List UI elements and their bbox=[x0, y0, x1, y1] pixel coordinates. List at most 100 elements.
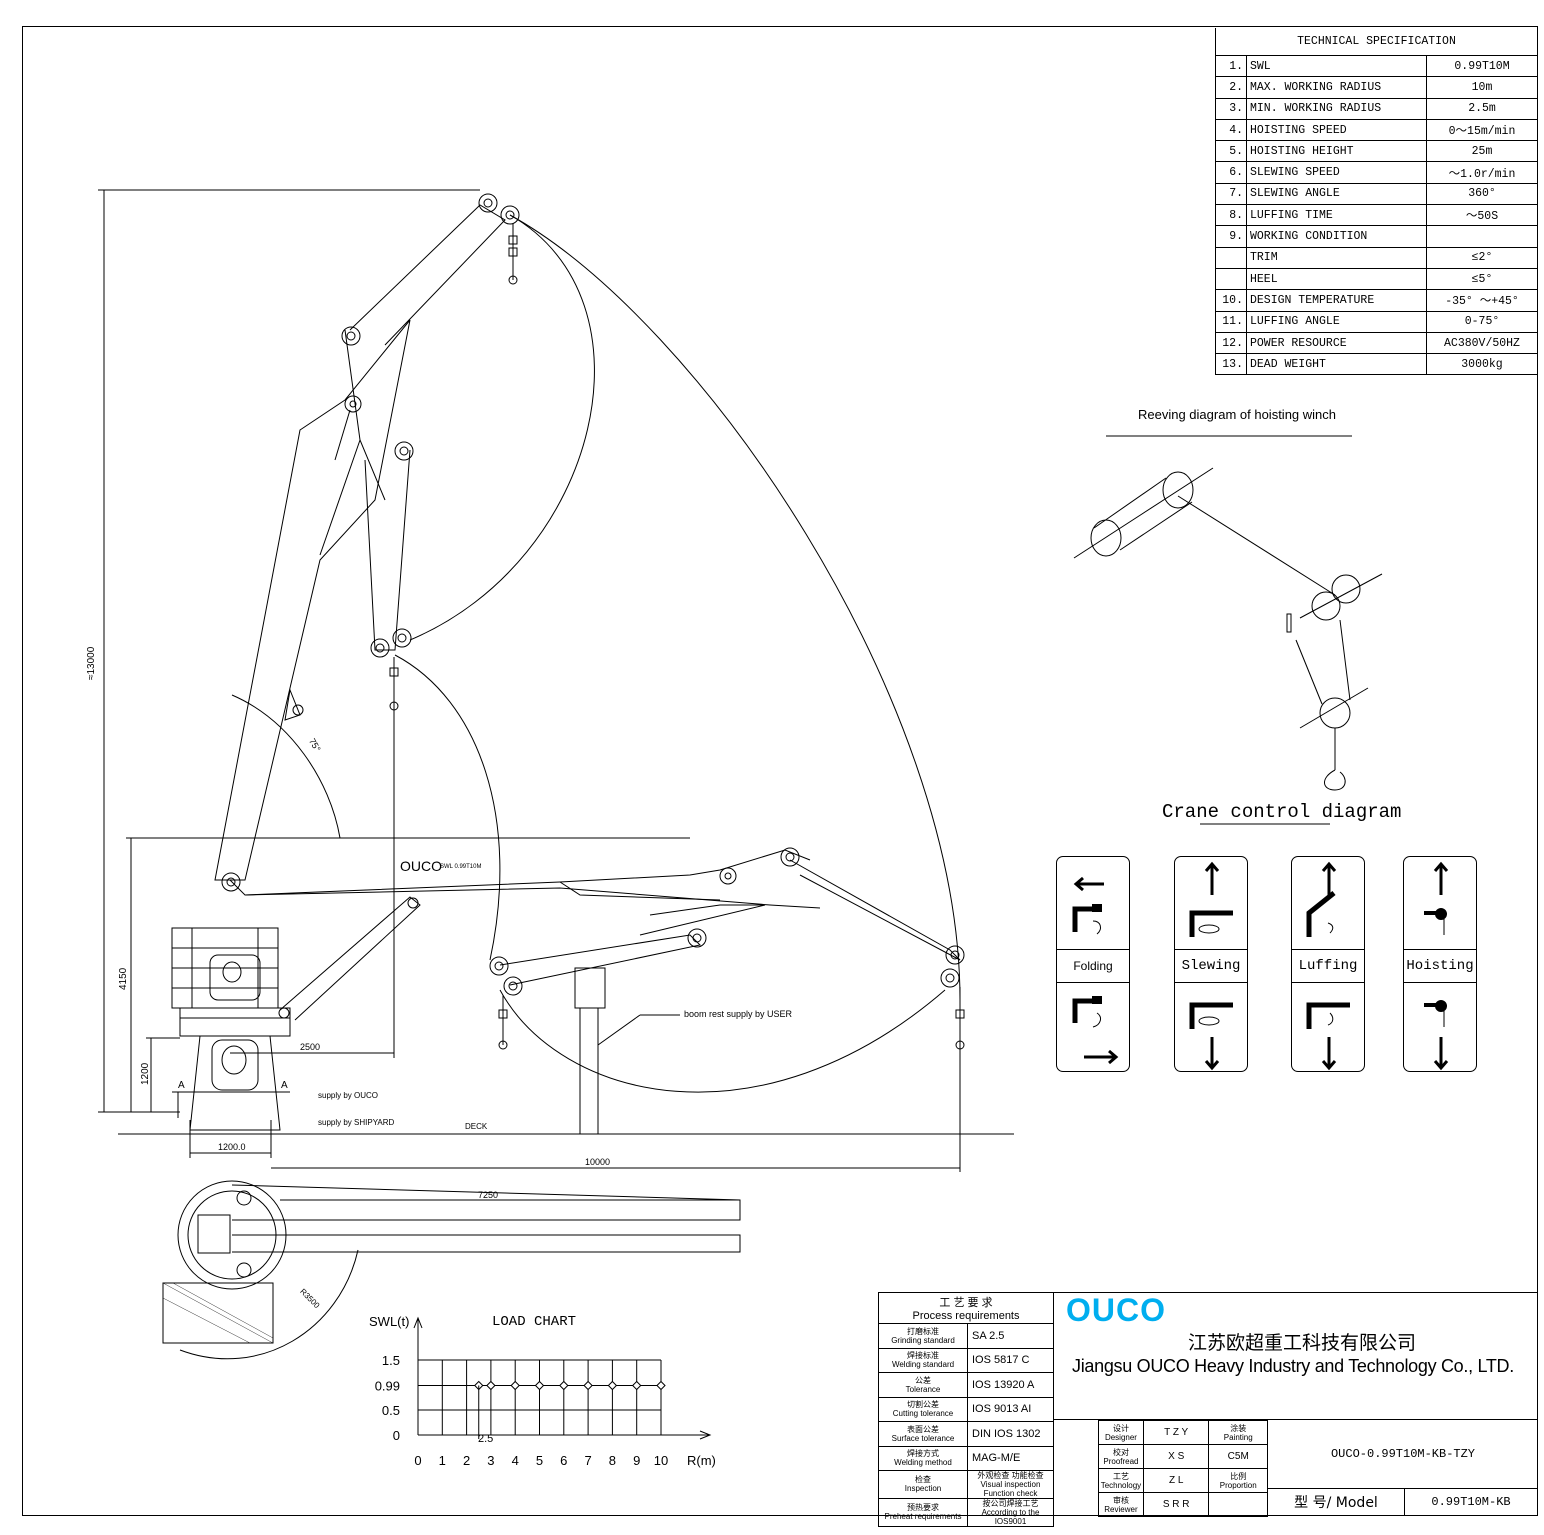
spec-item: MIN. WORKING RADIUS bbox=[1246, 97, 1427, 120]
spec-item: POWER RESOURCE bbox=[1246, 331, 1427, 355]
spec-value: ≤2° bbox=[1426, 246, 1538, 269]
spec-value: AC380V/50HZ bbox=[1426, 331, 1538, 355]
spec-value bbox=[1426, 225, 1538, 248]
process-value: MAG-M/E bbox=[967, 1445, 1054, 1471]
plan-view bbox=[162, 1180, 741, 1360]
control-panel-folding: Folding bbox=[1056, 856, 1130, 1072]
control-label-slewing: Slewing bbox=[1175, 949, 1247, 983]
boom-rest-label: boom rest supply by USER bbox=[684, 1009, 793, 1019]
boom-swl: SWL 0.99T10M bbox=[440, 864, 482, 870]
designer-value: T Z Y bbox=[1142, 1420, 1210, 1445]
control-label-hoisting: Hoisting bbox=[1404, 949, 1476, 983]
supply-ouco-label: supply by OUCO bbox=[318, 1091, 379, 1100]
section-a-right: A bbox=[281, 1080, 288, 1091]
process-value: IOS 5817 C bbox=[967, 1347, 1054, 1373]
model-label: 型 号/ Model bbox=[1268, 1488, 1405, 1516]
deck-label: DECK bbox=[465, 1122, 488, 1131]
model-value: 0.99T10M-KB bbox=[1431, 1495, 1511, 1509]
load-chart-title: LOAD CHART bbox=[492, 1314, 577, 1330]
spec-value: -35° ～+45° bbox=[1426, 289, 1538, 312]
control-panel-luffing: Luffing bbox=[1291, 856, 1365, 1072]
process-value: IOS 9013 AI bbox=[967, 1396, 1054, 1422]
boom-brand: OUCO bbox=[400, 858, 442, 874]
spec-item: HEEL bbox=[1246, 267, 1427, 291]
dim-1200: 1200 bbox=[140, 1062, 151, 1085]
boom-horizontal bbox=[221, 847, 965, 1050]
dim-1200-base: 1200.0 bbox=[218, 1142, 246, 1152]
spec-item: HOISTING HEIGHT bbox=[1246, 140, 1427, 163]
reach-arc-low bbox=[499, 989, 946, 1093]
spec-row: TRIM≤2° bbox=[1215, 246, 1538, 269]
technology-value: Z L bbox=[1142, 1468, 1210, 1493]
spec-value: 10m bbox=[1426, 76, 1538, 99]
spec-row: 10.DESIGN TEMPERATURE-35° ～+45° bbox=[1215, 289, 1538, 312]
luffing-angle-arc bbox=[231, 694, 341, 839]
proofread-value: X S bbox=[1142, 1444, 1210, 1469]
dim-7250: 7250 bbox=[478, 1190, 499, 1200]
control-title: Crane control diagram bbox=[1162, 801, 1402, 823]
spec-no: 9. bbox=[1215, 225, 1247, 248]
spec-value: 360° bbox=[1426, 182, 1538, 206]
reach-arc-outer bbox=[509, 214, 961, 1001]
spec-value: 25m bbox=[1426, 140, 1538, 163]
process-cn: 工 艺 要 求 bbox=[939, 1297, 993, 1309]
spec-value: ～50S bbox=[1426, 204, 1538, 227]
process-value: DIN IOS 1302 bbox=[967, 1421, 1054, 1447]
spec-row: 6.SLEWING SPEED～1.0r/min bbox=[1215, 161, 1538, 184]
hoisting-arrows-icon bbox=[1424, 861, 1449, 1071]
reach-arc-mid bbox=[394, 654, 501, 961]
supply-shipyard-label: supply by SHIPYARD bbox=[318, 1118, 395, 1127]
spec-item: TRIM bbox=[1246, 246, 1427, 269]
spec-row: 9.WORKING CONDITION bbox=[1215, 225, 1538, 248]
boom-rest bbox=[574, 967, 680, 1134]
painting-value: C5M bbox=[1208, 1444, 1268, 1469]
spec-item: SLEWING ANGLE bbox=[1246, 182, 1427, 206]
reeving-diagram bbox=[1073, 435, 1383, 791]
spec-item: DEAD WEIGHT bbox=[1246, 353, 1427, 376]
spec-row: HEEL≤5° bbox=[1215, 267, 1538, 291]
spec-no: 3. bbox=[1215, 97, 1247, 120]
spec-no: 10. bbox=[1215, 289, 1247, 312]
luffing-arrows-icon bbox=[1306, 861, 1350, 1071]
spec-value: 0-75° bbox=[1426, 310, 1538, 333]
spec-no: 6. bbox=[1215, 161, 1247, 184]
spec-no: 7. bbox=[1215, 182, 1247, 206]
min-radius-label: 2.5 bbox=[478, 1433, 494, 1445]
spec-no bbox=[1215, 246, 1247, 269]
spec-item: LUFFING TIME bbox=[1246, 204, 1427, 227]
ouco-logo: OUCO bbox=[1066, 1292, 1166, 1328]
process-value: SA 2.5 bbox=[967, 1323, 1054, 1349]
spec-value: ≤5° bbox=[1426, 267, 1538, 291]
folding-arrows-icon bbox=[1072, 876, 1119, 1065]
control-panel-slewing: Slewing bbox=[1174, 856, 1248, 1072]
spec-item: WORKING CONDITION bbox=[1246, 225, 1427, 248]
spec-item: LUFFING ANGLE bbox=[1246, 310, 1427, 333]
control-label-folding: Folding bbox=[1057, 949, 1129, 983]
slewing-arrows-icon bbox=[1189, 861, 1233, 1071]
load-chart-y-label: SWL(t) bbox=[369, 1314, 410, 1329]
load-chart-x-label: R(m) bbox=[687, 1453, 716, 1468]
control-label-luffing: Luffing bbox=[1292, 949, 1364, 983]
spec-value: ～1.0r/min bbox=[1426, 161, 1538, 184]
crane-pedestal bbox=[171, 927, 291, 1131]
height-dimension: ≈13000 bbox=[86, 646, 97, 680]
spec-row: 8.LUFFING TIME～50S bbox=[1215, 204, 1538, 227]
spec-title: TECHNICAL SPECIFICATION bbox=[1215, 28, 1538, 56]
spec-item: MAX. WORKING RADIUS bbox=[1246, 76, 1427, 99]
